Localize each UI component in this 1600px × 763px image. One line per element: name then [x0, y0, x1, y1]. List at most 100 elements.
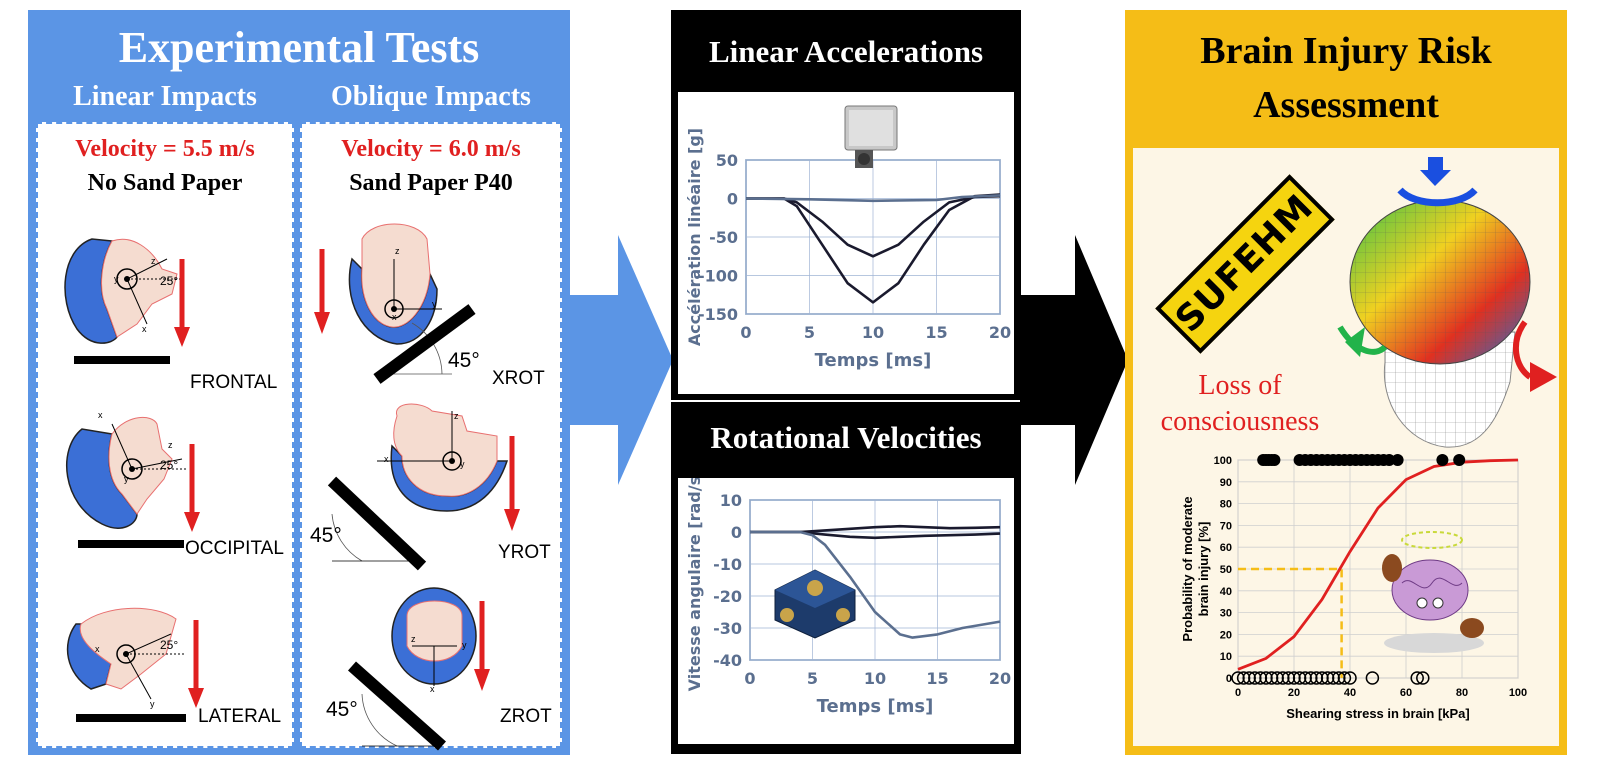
lateral-axis-x: x: [95, 644, 100, 654]
loss-of-consciousness-label: Loss of consciousness: [1140, 368, 1340, 440]
zrot-axis-z: z: [411, 634, 416, 644]
y-tick-label: -100: [698, 267, 738, 286]
uninjured-point: [1416, 671, 1430, 685]
series-line-2: [746, 193, 1001, 304]
uninjured-point: [1410, 671, 1424, 685]
x-tick-label: 0: [744, 669, 755, 688]
frontal-impact-arrow: [174, 259, 190, 347]
zrot-axis-x: x: [430, 684, 435, 694]
rotational-velocities-title: Rotational Velocities: [710, 420, 982, 455]
zrot-angle: 45°: [326, 698, 358, 721]
y-tick-label: 10: [720, 491, 742, 510]
series-line-1: [746, 194, 1001, 258]
yrot-axis-y: y: [460, 459, 465, 469]
frontal-axis-x: x: [142, 324, 147, 334]
injured-point: [1268, 454, 1281, 466]
uninjured-point: [1292, 671, 1307, 685]
uninjured-point: [1309, 671, 1324, 685]
uninjured-point: [1337, 671, 1352, 685]
y-tick-label: 0: [731, 523, 742, 542]
y-tick-label: -10: [713, 555, 742, 574]
y-tick-label: -40: [713, 651, 742, 670]
injured-point: [1453, 454, 1466, 466]
uninjured-point: [1326, 671, 1340, 685]
uninjured-point: [1264, 671, 1279, 685]
linear-impacts-header: Linear Impacts: [36, 72, 294, 122]
uninjured-point: [1276, 671, 1290, 685]
y-tick-label: -30: [713, 619, 742, 638]
frontal-angle: 25°: [160, 274, 179, 288]
oblique-impacts-header: Oblique Impacts: [300, 72, 562, 122]
risk-x-tick-label: 40: [1344, 687, 1356, 699]
lateral-axis-y: y: [150, 699, 155, 709]
risk-y-tick-label: 100: [1214, 455, 1232, 467]
dazed-brain-illustration: [1382, 531, 1484, 653]
frontal-axis-y: y: [114, 274, 119, 284]
angular-rate-sensor-icon: [774, 569, 856, 639]
risk-title-line1: Brain Injury Risk: [1200, 30, 1492, 72]
head-model-illustration: [1337, 157, 1557, 448]
lateral-impact-arrow: [188, 620, 204, 708]
linear-velocity: Velocity = 5.5 m/s: [75, 136, 255, 162]
uninjured-point: [1248, 671, 1262, 685]
risk-x-tick-label: 80: [1456, 687, 1468, 699]
xrot-axis-z: z: [395, 246, 400, 256]
risk-x-tick-label: 100: [1509, 687, 1527, 699]
experimental-tests-title: Experimental Tests: [118, 23, 480, 72]
lateral-angle: 25°: [160, 638, 179, 652]
xrot-axis-y: y: [432, 299, 437, 309]
accelerometer-sensor-icon: [844, 105, 898, 168]
xrot-label: XROT: [492, 368, 545, 389]
series-line-1: [750, 524, 1001, 534]
occipital-head-diagram: [65, 416, 187, 529]
risk-y-tick-label: 20: [1220, 629, 1232, 641]
x-tick-label: 10: [864, 669, 886, 688]
risk-x-axis-label: Shearing stress in brain [kPa]: [1286, 706, 1470, 721]
frontal-axis-z: z: [151, 256, 156, 266]
risk-y-tick-label: 50: [1220, 564, 1232, 576]
uninjured-point: [1365, 671, 1380, 685]
yrot-axis-z: z: [454, 411, 459, 421]
xrot-axis-x: x: [392, 312, 397, 322]
y-axis-label: Vitesse angulaire [rad/s]: [685, 478, 704, 691]
uninjured-point: [1304, 671, 1318, 685]
x-axis-label: Temps [ms]: [815, 350, 932, 371]
frontal-impact-surface: [74, 356, 170, 364]
risk-x-tick-label: 0: [1235, 687, 1241, 699]
zrot-diagram: [348, 587, 490, 751]
zrot-label: ZROT: [500, 706, 552, 727]
risk-y-tick-label: 70: [1220, 520, 1232, 532]
x-tick-label: 20: [989, 323, 1011, 342]
x-tick-label: 20: [989, 669, 1011, 688]
uninjured-point: [1343, 671, 1357, 685]
yrot-axis-x: x: [384, 454, 389, 464]
yrot-label: YROT: [498, 542, 551, 563]
threshold-dashed-line: [1238, 567, 1343, 678]
series-line-3: [745, 194, 1001, 203]
loc-line2: consciousness: [1160, 406, 1320, 437]
uninjured-point: [1236, 671, 1251, 685]
experimental-tests-panel: Experimental Tests Linear Impacts Veloci…: [28, 10, 570, 755]
lateral-label: LATERAL: [198, 706, 282, 727]
yrot-diagram: [327, 403, 520, 571]
uninjured-point: [1315, 671, 1329, 685]
linear-impacts-column: Velocity = 5.5 m/s No Sand Paper z y x 2…: [36, 122, 294, 748]
injured-point: [1436, 454, 1449, 466]
y-tick-label: 0: [727, 190, 738, 209]
risk-x-tick-label: 60: [1400, 687, 1412, 699]
occipital-axis-z: z: [168, 440, 173, 450]
risk-y-tick-label: 40: [1220, 586, 1232, 598]
uninjured-point: [1281, 671, 1296, 685]
risk-assessment-title: Brain Injury Risk Assessment: [1125, 24, 1567, 132]
y-tick-label: 50: [716, 151, 738, 170]
uninjured-point: [1287, 671, 1301, 685]
uninjured-point: [1231, 671, 1245, 685]
risk-y-tick-label: 30: [1220, 608, 1232, 620]
risk-title-line2: Assessment: [1253, 84, 1439, 126]
uninjured-point: [1320, 671, 1335, 685]
x-tick-label: 10: [862, 323, 884, 342]
